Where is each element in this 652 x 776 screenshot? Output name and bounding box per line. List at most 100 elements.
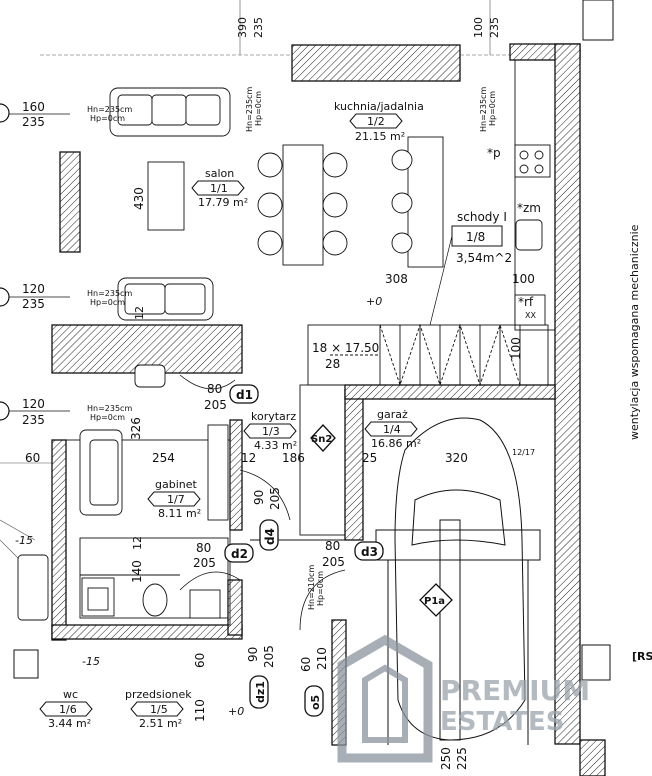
symbol-rf: *rf <box>518 295 534 309</box>
dim-254: 254 <box>152 451 175 465</box>
room-area-office: 8.11 m² <box>158 507 201 520</box>
dim-dz1-90: 90 <box>246 647 260 662</box>
dim-d1-205: 205 <box>204 398 227 412</box>
door-tag-d3: d3 <box>361 545 378 559</box>
door-tags: d1 d2 d3 d4 dz1 o5 Sn2 P1a <box>224 384 453 717</box>
door-tag-d1: d1 <box>236 388 253 402</box>
room-area-corridor: 4.33 m² <box>254 439 297 452</box>
win-note-5-hp: Hp=0cm <box>488 91 497 126</box>
walls <box>51 43 606 776</box>
rs-label: [RS <box>632 650 652 663</box>
door-tag-d2: d2 <box>231 547 248 561</box>
dim-25: 25 <box>362 451 377 465</box>
win-note-2-hn: Hn=235cm <box>87 105 132 114</box>
room-code-salon: 1/1 <box>210 182 228 195</box>
dim-210: 210 <box>315 647 329 670</box>
room-code-garage: 1/4 <box>383 423 401 436</box>
door-tag-d4: d4 <box>263 528 277 545</box>
win-note-1-hn: Hn=235cm <box>245 87 254 132</box>
dim-d4-205: 205 <box>268 487 282 510</box>
dim-d2-205: 205 <box>193 556 216 570</box>
room-name-vestibule: przedsionek <box>125 688 192 701</box>
room-code-kitchen: 1/2 <box>367 115 385 128</box>
win-note-2-hp: Hp=0cm <box>90 114 125 123</box>
win-note-6-hp: Hp=0cm <box>316 571 325 606</box>
room-name-corridor: korytarz <box>251 410 296 423</box>
win-note-3-hn: Hn=235cm <box>87 289 132 298</box>
window-markers <box>13 0 614 681</box>
dim-d3-205: 205 <box>322 555 345 569</box>
dim-60: 60 <box>25 451 40 465</box>
dim-12c: 12 <box>131 536 144 550</box>
dim-250: 250 <box>439 747 453 770</box>
stairs <box>307 323 549 387</box>
win-note-6-hn: Hn=210cm <box>307 565 316 610</box>
room-area-vestibule: 2.51 m² <box>139 717 182 730</box>
dim-60b: 60 <box>193 653 207 668</box>
room-area-wc: 3.44 m² <box>48 717 91 730</box>
watermark-line1: PREMIUM <box>440 674 590 707</box>
dim-12b: 12 <box>241 451 256 465</box>
left-marks: 160 235 120 235 120 235 <box>0 100 70 427</box>
room-code-vestibule: 1/5 <box>150 703 168 716</box>
win-note-4-hp: Hp=0cm <box>90 413 125 422</box>
dim-186: 186 <box>282 451 305 465</box>
win-note-1-hp: Hp=0cm <box>254 91 263 126</box>
room-code-stairs: 1/8 <box>466 230 485 244</box>
mark-2-bottom: 235 <box>22 297 45 311</box>
mark-1-top: 160 <box>22 100 45 114</box>
stairs-run: 28 <box>325 357 340 371</box>
side-labels: wentylacja wspomagana mechanicznie [RS <box>628 224 652 663</box>
room-area-stairs: 3,54m^2 <box>456 251 512 265</box>
watermark-line2: ESTATES <box>440 707 565 737</box>
dim-top-390: 390 <box>236 17 249 38</box>
dim-320: 320 <box>445 451 468 465</box>
level-l2: -15 <box>15 534 33 547</box>
dimension-labels: 390 235 100 235 430 12 326 60 254 12 186… <box>25 17 535 770</box>
mark-3-top: 120 <box>22 397 45 411</box>
room-name-kitchen: kuchnia/jadalnia <box>334 100 424 113</box>
symbol-zm: *zm <box>517 201 541 215</box>
dim-225: 225 <box>455 747 469 770</box>
room-name-office: gabinet <box>155 478 198 491</box>
dim-110: 110 <box>193 699 207 722</box>
room-name-garage: garaż <box>377 408 408 421</box>
room-area-salon: 17.79 m² <box>198 196 248 209</box>
dim-430: 430 <box>132 187 146 210</box>
room-code-office: 1/7 <box>167 493 185 506</box>
dim-d4-90: 90 <box>252 490 266 505</box>
win-note-5-hn: Hn=235cm <box>479 87 488 132</box>
door-tag-dz1: dz1 <box>254 681 267 703</box>
symbol-p: *p <box>487 146 501 160</box>
door-tag-p1a: P1a <box>424 596 445 607</box>
dim-308: 308 <box>385 272 408 286</box>
wall-12-17: 12/17 <box>512 448 535 457</box>
room-labels: kuchnia/jadalnia 1/2 21.15 m² salon 1/1 … <box>39 100 512 730</box>
door-tag-o5: o5 <box>309 695 322 710</box>
dim-100b: 100 <box>509 337 523 360</box>
level-l3: -15 <box>82 655 100 668</box>
watermark-logo: PREMIUM ESTATES <box>337 634 590 763</box>
room-code-wc: 1/6 <box>59 703 77 716</box>
dim-100a: 100 <box>512 272 535 286</box>
room-code-corridor: 1/3 <box>262 425 280 438</box>
room-name-salon: salon <box>205 167 234 180</box>
furniture <box>17 87 551 621</box>
dim-140: 140 <box>130 560 144 583</box>
level-l4: +0 <box>228 705 244 718</box>
mark-3-bottom: 235 <box>22 413 45 427</box>
dim-top-100: 100 <box>472 17 485 38</box>
dim-dz1-205: 205 <box>262 645 276 668</box>
car-icon <box>375 417 541 745</box>
dim-326: 326 <box>129 417 143 440</box>
level-l1: +0 <box>366 295 382 308</box>
dim-d3-80: 80 <box>325 539 340 553</box>
door-tag-sn2: Sn2 <box>311 434 332 445</box>
room-area-kitchen: 21.15 m² <box>355 130 405 143</box>
dim-d1-80: 80 <box>207 382 222 396</box>
mark-1-bottom: 235 <box>22 115 45 129</box>
dim-60c: 60 <box>299 657 313 672</box>
mark-2-top: 120 <box>22 282 45 296</box>
appliance-symbols: *p *zm *rf XX <box>487 146 541 320</box>
